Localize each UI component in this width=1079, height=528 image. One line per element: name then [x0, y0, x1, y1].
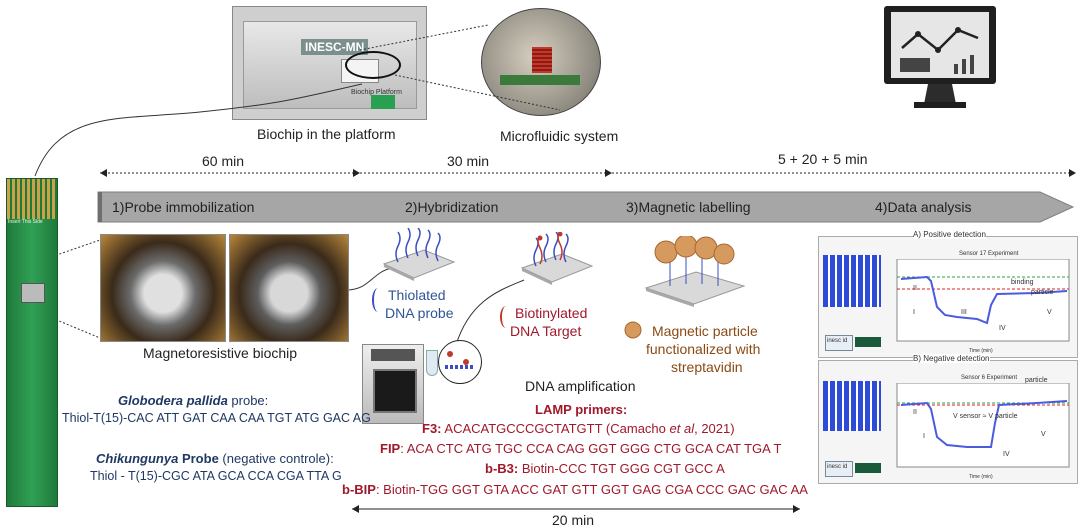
f3-label: F3: [422, 421, 442, 436]
chip-sensor [21, 283, 45, 303]
positive-brand-badge [855, 337, 881, 347]
positive-brand-logo [825, 335, 853, 351]
negative-title: B) Negative detection [913, 354, 990, 363]
positive-label-IV: IV [999, 325, 1006, 332]
amplification-label: DNA amplification [525, 378, 636, 394]
positive-label-particle: particle [1031, 289, 1054, 296]
positive-label-binding: binding [1011, 279, 1034, 286]
f3-etal: et al [669, 421, 695, 436]
chikungunya-title: Chikungunya Probe (negative controle): [96, 451, 334, 466]
chip-insert-label: Insert This Side [8, 219, 43, 225]
thiolated-label-1: Thiolated [388, 287, 446, 303]
lamp-title: LAMP primers: [535, 402, 628, 417]
positive-label-I: I [913, 309, 915, 316]
chikungunya-sequence: Thiol - T(15)-CGC ATA GCA CCA CGA TTA G [90, 469, 342, 483]
negative-time-axis: Time (min) [969, 474, 993, 480]
chikungunya-name: Chikungunya [96, 451, 179, 466]
microfluidic-caption: Microfluidic system [500, 128, 619, 144]
green-connector [371, 95, 395, 109]
positive-label-V: V [1047, 309, 1052, 316]
positive-chart [896, 259, 1070, 342]
tube-icon [426, 350, 438, 376]
positive-sidebar [823, 255, 881, 307]
step-hybridization: 2)Hybridization [405, 199, 499, 215]
globodera-name: Globodera pallida [118, 393, 228, 408]
highlight-ellipse [345, 51, 401, 79]
globodera-sequence: Thiol-T(15)-CAC ATT GAT CAA CAA TGT ATG … [62, 411, 371, 425]
thiolated-wave-icon [372, 288, 384, 312]
bbip-label: b-BIP [342, 482, 376, 497]
negative-brand-badge [855, 463, 881, 473]
globodera-title: Globodera pallida probe: [118, 393, 268, 408]
positive-label-II: II [913, 285, 917, 292]
chip-strip: Insert This Side [6, 178, 58, 507]
bb3-label: b-B3: [485, 461, 519, 476]
platform-caption: Biochip in the platform [257, 126, 396, 142]
negative-chart-title: Sensor 6 Experiment [961, 375, 1018, 381]
step-data-analysis: 4)Data analysis [875, 199, 972, 215]
duration-labelling: 5 + 20 + 5 min [778, 151, 868, 167]
lamp-f3: F3: ACACATGCCCGCTATGTT (Camacho et al, 2… [422, 421, 735, 436]
biotinylated-slide-icon [520, 232, 594, 285]
analysis-positive-panel: A) Positive detection inesc id Sensor 17… [818, 230, 1078, 358]
biotinylated-wave-icon [500, 306, 512, 328]
f3-seq: ACACATGCCCGCTATGTT (Camacho [441, 421, 670, 436]
bbip-seq: : Biotin-TGG GGT GTA ACC GAT GTT GGT GAG… [375, 482, 808, 497]
globodera-suffix: probe: [227, 393, 269, 408]
negative-brand-logo [825, 461, 853, 477]
positive-chart-title: Sensor 17 Experiment [959, 251, 1019, 257]
device-label: INESC-MN [301, 39, 369, 55]
duration-amplification: 20 min [552, 512, 595, 528]
lamp-bbip: b-BIP: Biotin-TGG GGT GTA ACC GAT GTT GG… [342, 482, 808, 497]
positive-label-III: III [961, 309, 967, 316]
bb3-seq: Biotin-CCC TGT GGG CGT GCC A [518, 461, 725, 476]
biochip-caption: Magnetoresistive biochip [143, 345, 298, 361]
negative-label-II: II [913, 409, 917, 416]
negative-label-I: I [923, 433, 925, 440]
fip-seq: : ACA CTC ATG TGC CCA CAG GGT GGG CTG GC… [400, 441, 782, 456]
magnetic-particle-icon [624, 321, 642, 339]
magnetic-label-1: Magnetic particle [652, 323, 758, 339]
monitor-icon [884, 6, 996, 108]
step-magnetic-labelling: 3)Magnetic labelling [626, 199, 751, 215]
positive-brand: inesc id [827, 338, 848, 344]
lamp-fip: FIP: ACA CTC ATG TGC CCA CAG GGT GGG CTG… [380, 441, 781, 456]
analysis-negative-panel: B) Negative detection inesc id Sensor 6 … [818, 354, 1078, 484]
chikungunya-probe-word: Probe [178, 451, 219, 466]
thiolated-slide-icon [382, 228, 456, 281]
duration-probe: 60 min [202, 153, 245, 169]
duration-hybridization: 30 min [447, 153, 490, 169]
step-probe-immobilization: 1)Probe immobilization [112, 199, 255, 215]
platform-photo: INESC-MN Biochip Platform [232, 6, 427, 120]
positive-time-axis: Time (min) [969, 348, 993, 354]
biochip-photo-left [100, 234, 226, 342]
f3-end: , 2021) [694, 421, 735, 436]
magnetic-label-2: functionalized with [646, 341, 761, 357]
negative-brand: inesc id [827, 464, 848, 470]
thiolated-label-2: DNA probe [385, 305, 454, 321]
negative-sidebar [823, 381, 881, 431]
magnetic-label-3: streptavidin [671, 359, 743, 375]
negative-label-approx: V sensor ≈ V particle [953, 413, 1018, 420]
negative-chart [896, 383, 1070, 468]
lamp-bb3: b-B3: Biotin-CCC TGT GGG CGT GCC A [485, 461, 725, 476]
fip-label: FIP [380, 441, 401, 456]
negative-label-IV: IV [1003, 451, 1010, 458]
negative-label-V: V [1041, 431, 1046, 438]
positive-title: A) Positive detection [913, 230, 986, 239]
biotinylated-label-2: DNA Target [510, 323, 582, 339]
negative-label-particle: particle [1025, 377, 1048, 384]
magnetic-slide-icon [644, 236, 746, 307]
amplification-zoom-circle [438, 340, 482, 384]
amplification-machine [362, 344, 424, 424]
chikungunya-suffix: (negative controle): [218, 451, 334, 466]
device-sublabel: Biochip Platform [351, 89, 402, 96]
biotinylated-label-1: Biotinylated [515, 305, 588, 321]
microfluidic-photo [481, 8, 601, 116]
biochip-photo-right [229, 234, 349, 342]
